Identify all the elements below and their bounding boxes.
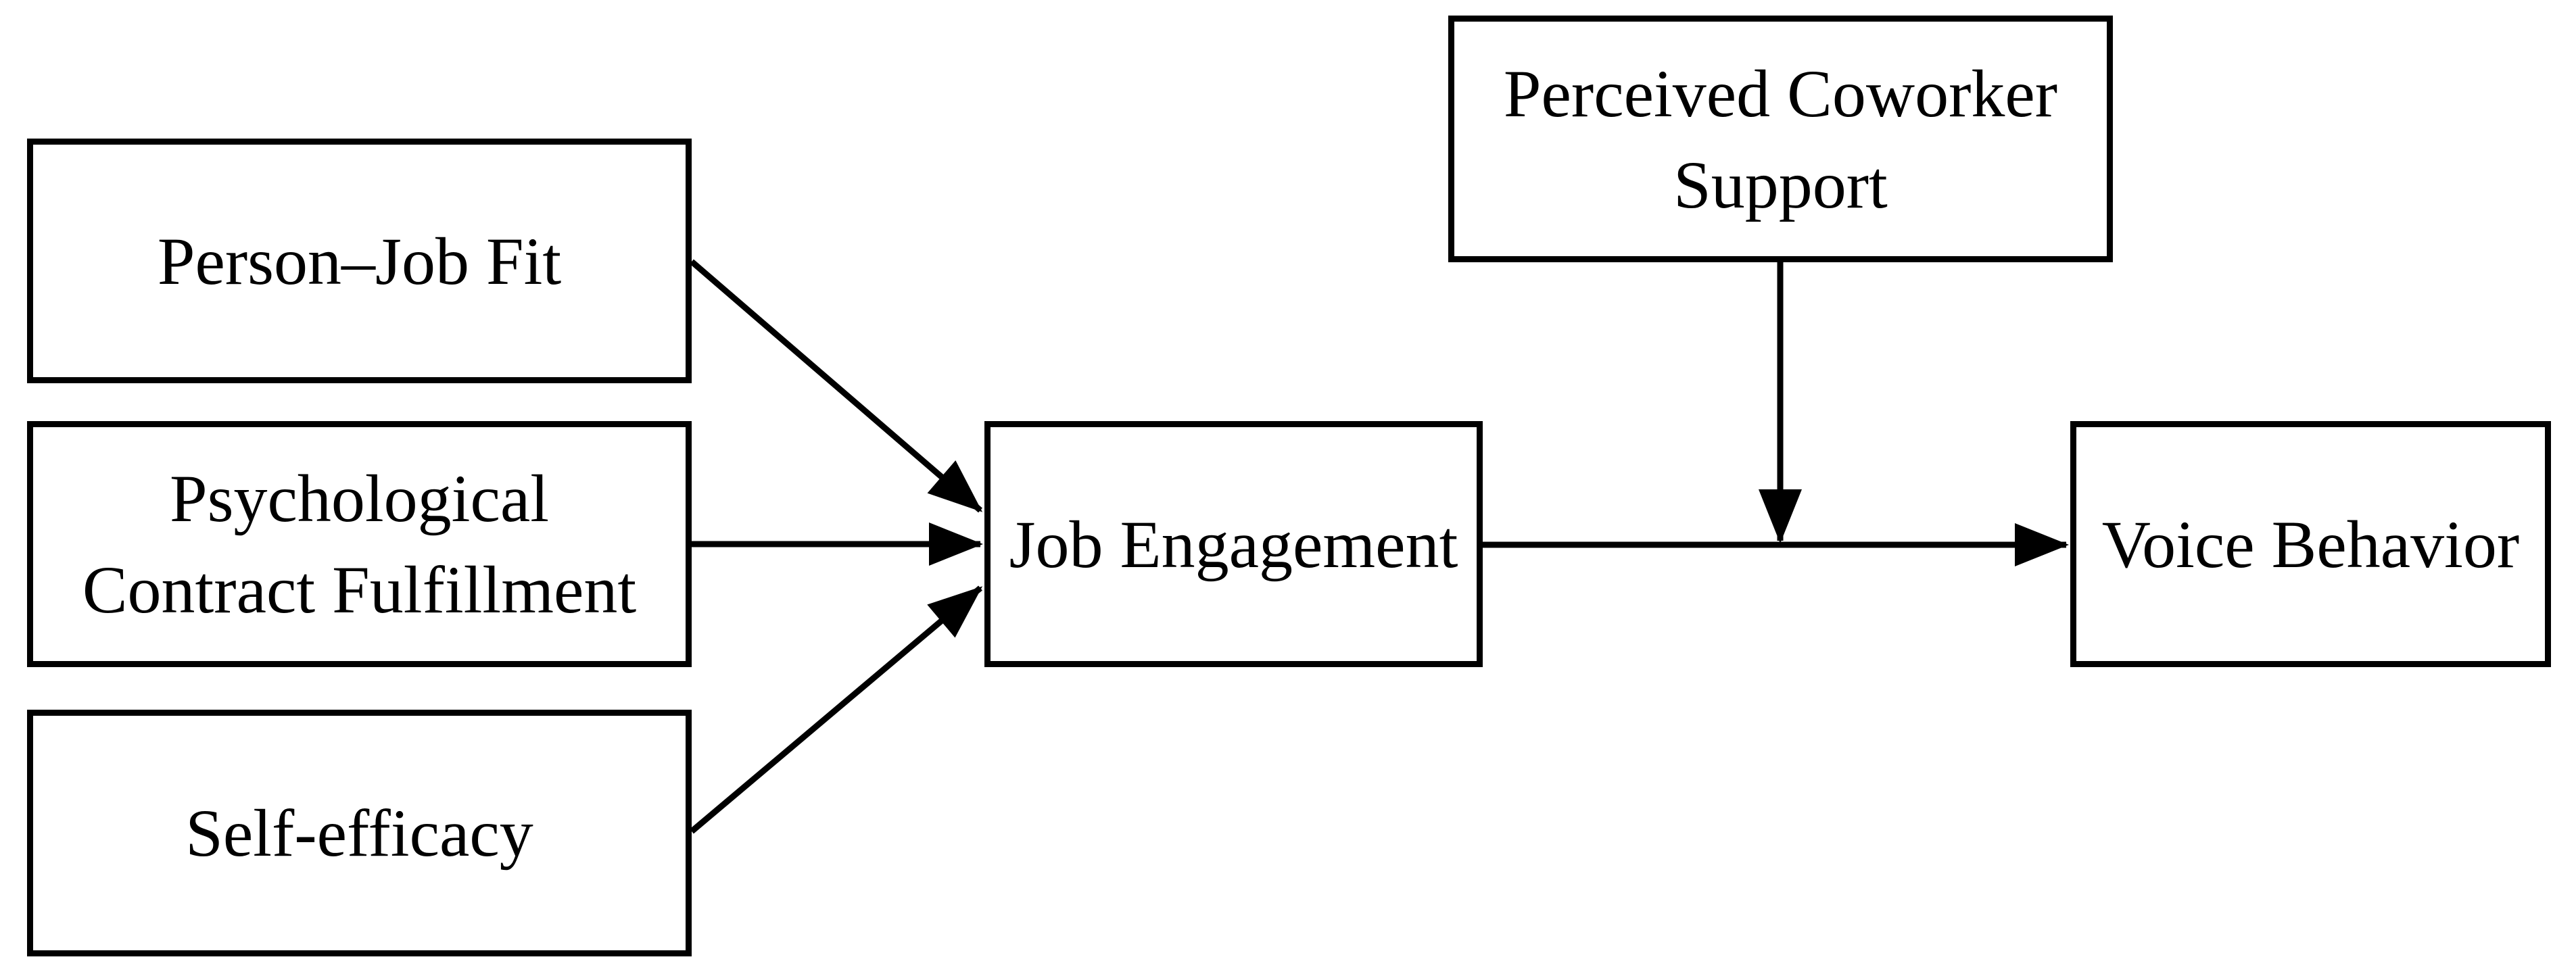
node-self-efficacy-label: Self-efficacy	[185, 796, 533, 871]
node-job-engagement: Job Engagement	[984, 421, 1483, 667]
node-psychological-contract-fulfillment: Psychological Contract Fulfillment	[27, 421, 692, 667]
node-voice-behavior-label: Voice Behavior	[2101, 506, 2520, 582]
node-voice-behavior: Voice Behavior	[2070, 421, 2551, 667]
node-self-efficacy: Self-efficacy	[27, 710, 692, 956]
node-psychological-contract-fulfillment-label-line1: Psychological	[169, 461, 550, 536]
node-perceived-coworker-support-label-line2: Support	[1673, 147, 1888, 222]
node-perceived-coworker-support: Perceived Coworker Support	[1448, 16, 2113, 262]
node-person-job-fit: Person–Job Fit	[27, 139, 692, 383]
node-psychological-contract-fulfillment-label-line2: Contract Fulfillment	[82, 552, 637, 627]
node-job-engagement-label: Job Engagement	[1009, 506, 1458, 582]
node-perceived-coworker-support-label-line1: Perceived Coworker	[1503, 55, 2058, 131]
node-person-job-fit-label: Person–Job Fit	[157, 223, 562, 299]
arrow-self-efficacy-to-job-engagement	[690, 585, 983, 834]
arrow-person-job-fit-to-job-engagement	[690, 259, 983, 513]
